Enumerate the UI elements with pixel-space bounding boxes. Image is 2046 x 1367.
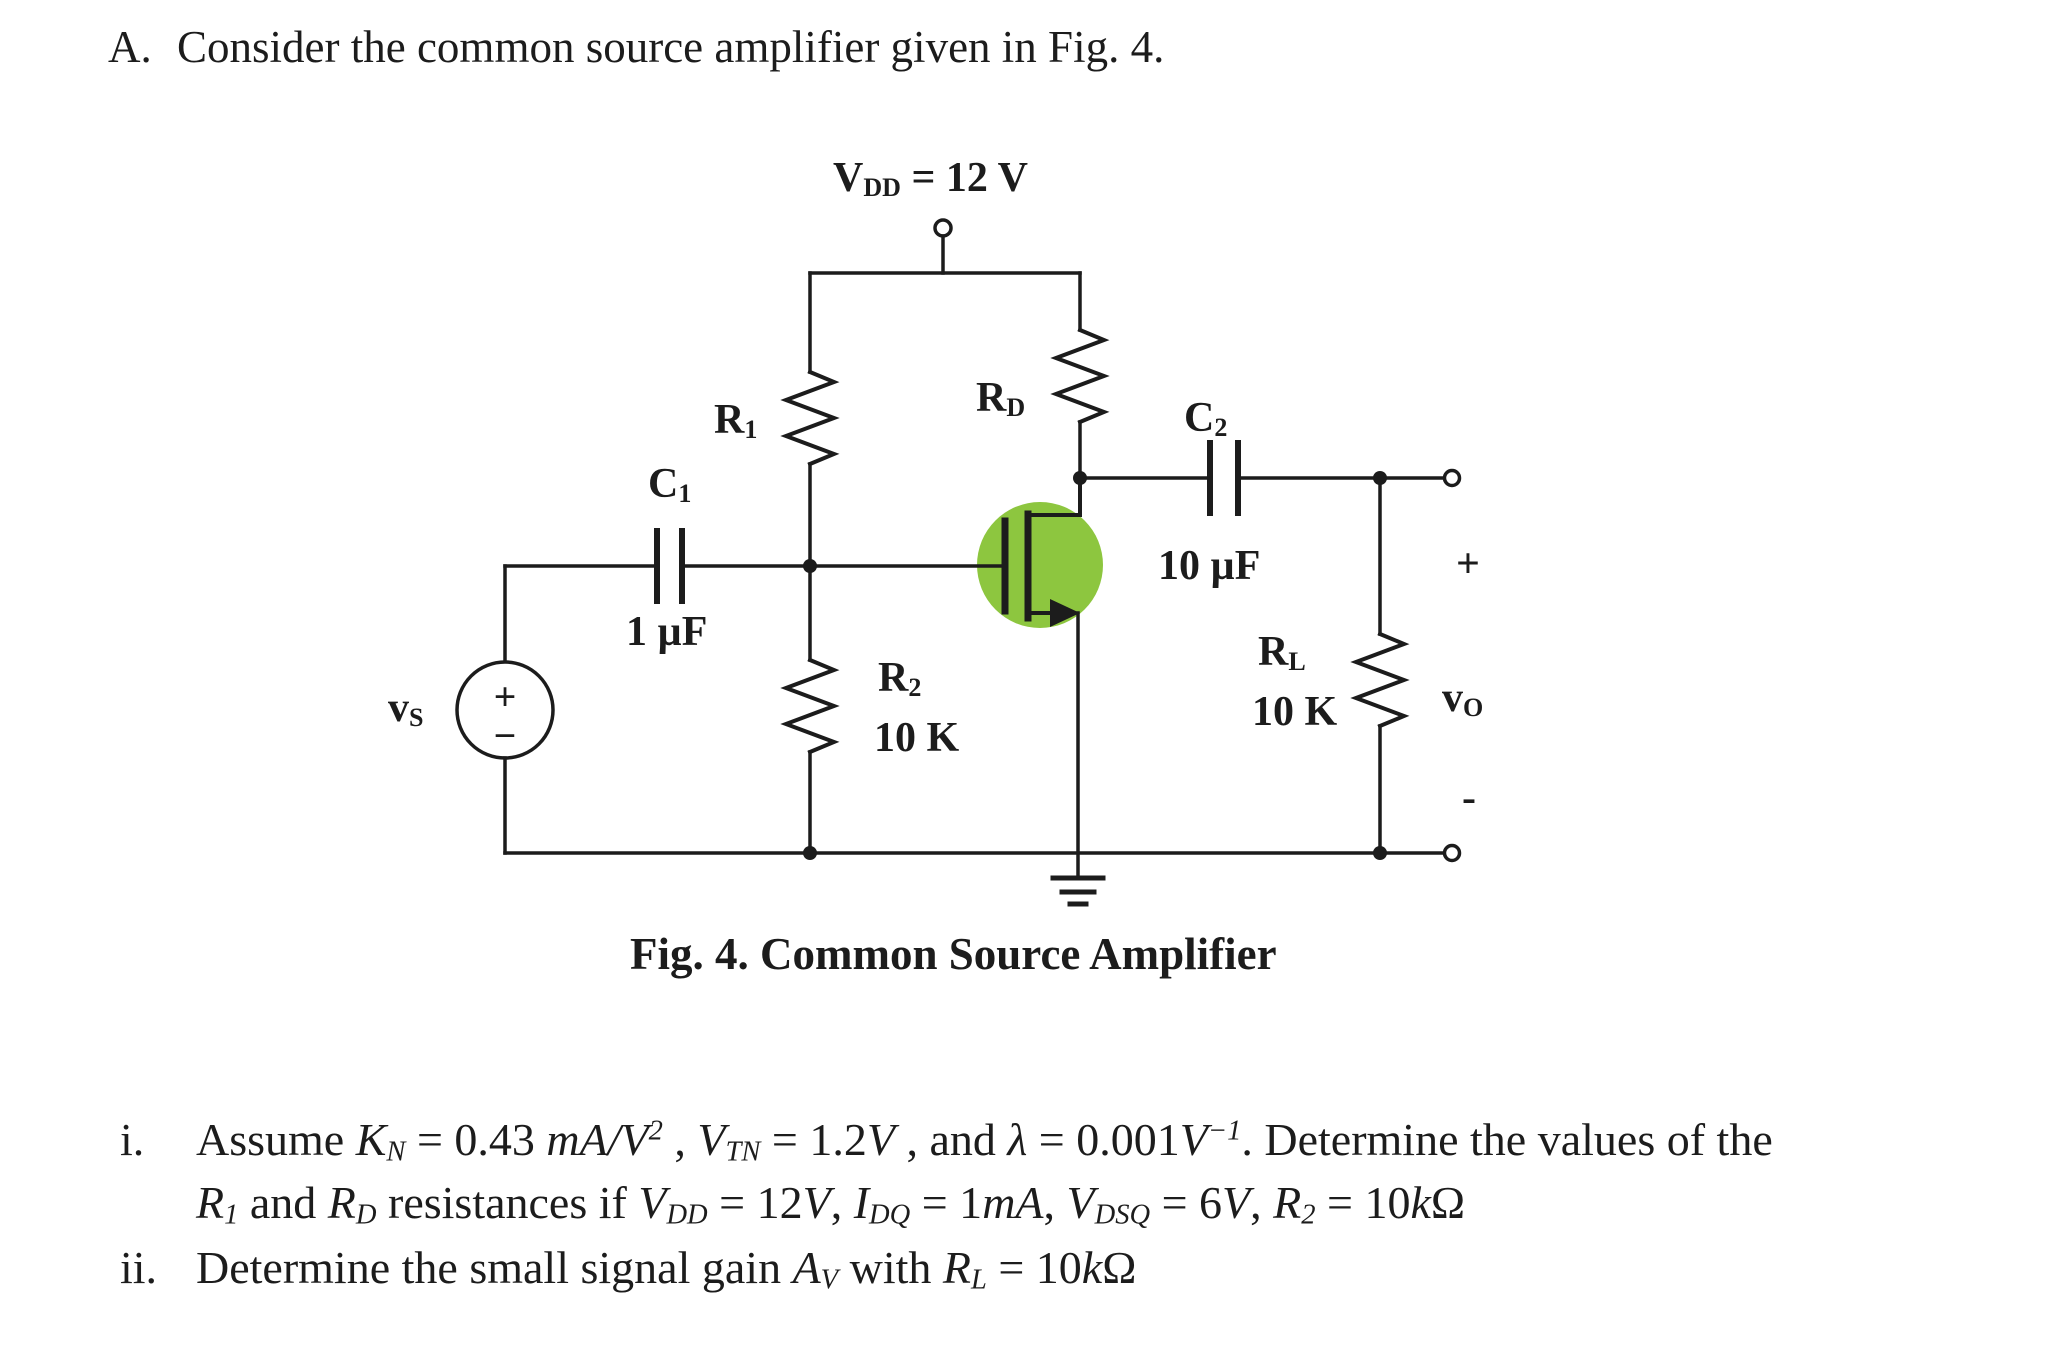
mosfet-drain-wire xyxy=(1028,476,1082,517)
question-ii-line-1: Determine the small signal gain AV with … xyxy=(196,1242,1137,1296)
junction-dot xyxy=(1373,471,1387,485)
rd-label: RD xyxy=(976,375,1026,423)
mosfet-source-arrow-icon xyxy=(1050,599,1080,627)
r2-label: R2 xyxy=(878,655,922,703)
c1-value-label: 1 µF xyxy=(626,609,708,655)
vo-label: vO xyxy=(1442,675,1484,723)
rl-label: RL xyxy=(1258,629,1306,677)
questions-block: i. Assume KN = 0.43 mA/V2 , VTN = 1.2V ,… xyxy=(120,1108,1950,1299)
question-i-marker: i. xyxy=(120,1114,145,1165)
resistor-r1-icon xyxy=(780,369,840,467)
question-ii-marker: ii. xyxy=(120,1242,158,1293)
resistor-r2-icon xyxy=(780,657,840,755)
ground-icon xyxy=(1050,875,1106,907)
source-plus-sign: + xyxy=(493,674,517,719)
c2-label: C2 xyxy=(1184,395,1228,443)
vdd-label: VDD = 12 V xyxy=(833,155,1028,203)
figure-caption: Fig. 4. Common Source Amplifier xyxy=(630,929,1277,979)
resistor-rd-icon xyxy=(1050,327,1110,425)
circuit-junctions xyxy=(803,471,1387,860)
question-i: i. Assume KN = 0.43 mA/V2 , VTN = 1.2V ,… xyxy=(120,1108,1950,1234)
output-terminal-top-icon xyxy=(1442,468,1462,488)
resistor-rl-icon xyxy=(1350,631,1410,729)
output-terminal-bottom-icon xyxy=(1442,843,1462,863)
output-minus-sign: - xyxy=(1462,775,1476,821)
rl-value-label: 10 K xyxy=(1252,689,1338,735)
question-i-line-2: R1 and RD resistances if VDD = 12V, IDQ … xyxy=(196,1177,1466,1231)
problem-list-marker: A. xyxy=(108,22,152,72)
c1-label: C1 xyxy=(648,461,692,509)
question-ii: ii. Determine the small signal gain AV w… xyxy=(120,1236,1950,1299)
junction-dot xyxy=(1073,471,1087,485)
vs-label: vS xyxy=(388,685,424,733)
junction-dot xyxy=(1373,846,1387,860)
question-i-text: Assume KN = 0.43 mA/V2 , VTN = 1.2V , an… xyxy=(196,1108,1950,1234)
question-ii-text: Determine the small signal gain AV with … xyxy=(196,1236,1950,1299)
question-i-line-1: Assume KN = 0.43 mA/V2 , VTN = 1.2V , an… xyxy=(196,1114,1773,1168)
r2-value-label: 10 K xyxy=(874,715,960,761)
problem-statement: Consider the common source amplifier giv… xyxy=(177,22,1165,72)
output-plus-sign: + xyxy=(1456,541,1480,587)
c2-value-label: 10 µF xyxy=(1158,543,1261,589)
vdd-terminal-icon xyxy=(933,218,953,238)
junction-dot xyxy=(803,559,817,573)
junction-dot xyxy=(803,846,817,860)
r1-label: R1 xyxy=(714,397,758,445)
problem-title: A. Consider the common source amplifier … xyxy=(108,20,1164,74)
circuit-wires xyxy=(455,218,1462,907)
source-minus-sign: − xyxy=(493,713,517,758)
